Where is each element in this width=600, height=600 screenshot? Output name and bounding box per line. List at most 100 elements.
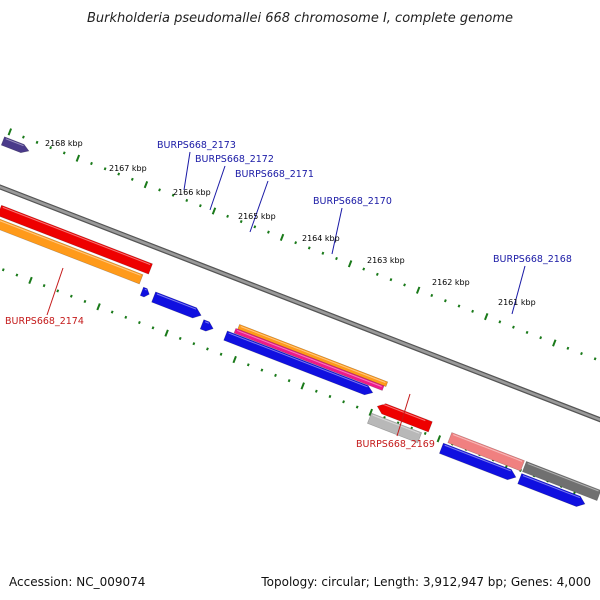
- gene-label-burps668-2173[interactable]: BURPS668_2173: [157, 140, 236, 151]
- kbp-label-2164: 2164 kbp: [302, 234, 340, 243]
- tick-minor: [274, 373, 277, 377]
- tick-major: [75, 154, 81, 162]
- tick-minor: [130, 177, 134, 181]
- tick-minor: [35, 140, 39, 144]
- tick-minor: [246, 363, 250, 367]
- gene-2168-pink: [447, 432, 525, 472]
- gene-label-burps668-2169[interactable]: BURPS668_2169: [356, 439, 435, 450]
- tick-minor: [62, 151, 66, 155]
- tick-minor: [342, 400, 345, 404]
- callout-2170: [331, 207, 343, 255]
- gene-2170-orange: [237, 324, 389, 387]
- tick-minor: [423, 431, 427, 436]
- gene-2168-pink-shine: [452, 434, 523, 462]
- tick-minor: [457, 304, 461, 308]
- gene-label-burps668-2171[interactable]: BURPS668_2171: [235, 169, 314, 180]
- tick-major: [28, 276, 33, 284]
- tick-minor: [498, 320, 502, 324]
- tick-minor: [185, 198, 189, 203]
- gene-2169-red: [376, 403, 433, 433]
- tick-minor: [219, 352, 223, 356]
- gene-2170-magenta-shine: [236, 330, 382, 387]
- tick-minor: [512, 325, 515, 329]
- tick-minor: [110, 310, 114, 314]
- tick-minor: [158, 188, 161, 192]
- tick-minor: [1, 268, 5, 272]
- tick-major: [7, 128, 13, 136]
- tick-minor: [83, 299, 87, 304]
- callout-2172: [209, 165, 226, 211]
- label-callouts: [46, 151, 526, 437]
- callout-2174: [46, 267, 64, 316]
- gene-2170-orange-shine: [240, 326, 386, 384]
- tick-minor: [294, 241, 298, 245]
- tick-minor: [22, 135, 25, 139]
- tick-major: [211, 207, 217, 215]
- blue-right-b: [517, 473, 586, 507]
- blue-small-b: [199, 319, 214, 332]
- callout-2171: [249, 180, 269, 233]
- tick-minor: [430, 293, 434, 298]
- gene-2173-blue: [151, 291, 202, 319]
- kbp-label-2163: 2163 kbp: [367, 256, 405, 265]
- gene-2169-grey-shine: [372, 414, 420, 434]
- tick-major: [300, 382, 305, 390]
- tick-major: [484, 312, 489, 321]
- tick-minor: [539, 336, 543, 340]
- gene-2174-orange: [0, 218, 144, 285]
- tick-minor: [443, 299, 447, 303]
- tick-minor: [42, 284, 46, 288]
- tick-major: [143, 180, 149, 189]
- kbp-label-2162: 2162 kbp: [432, 278, 470, 287]
- gene-2174-red-shine: [2, 206, 151, 265]
- tick-major: [232, 355, 237, 364]
- tick-major: [552, 339, 557, 347]
- blue-small-a-shine: [144, 288, 147, 291]
- tick-minor: [253, 225, 257, 229]
- tick-minor: [137, 321, 141, 325]
- gene-2174-red: [0, 204, 153, 275]
- gene-label-burps668-2168[interactable]: BURPS668_2168: [493, 254, 572, 265]
- gene-2170-magenta: [233, 327, 385, 391]
- tick-minor: [206, 347, 209, 351]
- tick-minor: [69, 294, 73, 298]
- tick-major: [436, 435, 442, 443]
- tick-major: [96, 303, 101, 311]
- gene-2169-red-shine: [380, 402, 426, 422]
- kbp-label-2165: 2165 kbp: [238, 212, 276, 221]
- tick-minor: [239, 219, 243, 224]
- tick-minor: [15, 273, 19, 277]
- gene-2174-orange-shine: [0, 220, 141, 276]
- callout-2168: [511, 265, 526, 315]
- chromosome-backbone: [0, 184, 600, 423]
- tick-minor: [151, 326, 155, 330]
- tick-minor: [198, 204, 202, 208]
- kbp-label-2161: 2161 kbp: [498, 298, 536, 307]
- tick-major: [415, 286, 421, 294]
- gene-2168-dark-shine: [527, 463, 599, 492]
- blue-small-a: [139, 286, 150, 298]
- gene-label-burps668-2174[interactable]: BURPS668_2174: [5, 316, 84, 327]
- tick-minor: [403, 283, 406, 287]
- purple-feature-shine: [5, 138, 24, 147]
- gene-label-burps668-2170[interactable]: BURPS668_2170: [313, 196, 392, 207]
- kbp-label-2167: 2167 kbp: [109, 164, 147, 173]
- tick-minor: [226, 214, 230, 218]
- gene-2171-blue: [223, 330, 374, 396]
- tick-major: [164, 329, 169, 337]
- callout-2173: [183, 151, 191, 191]
- tick-minor: [192, 342, 196, 346]
- accession-text: Accession: NC_009074: [9, 575, 145, 589]
- tick-minor: [335, 256, 338, 261]
- gene-label-burps668-2172[interactable]: BURPS668_2172: [195, 154, 274, 165]
- tick-major: [347, 260, 353, 268]
- genome-summary-text: Topology: circular; Length: 3,912,947 bp…: [260, 575, 591, 589]
- tick-minor: [103, 167, 107, 171]
- tick-minor: [260, 368, 264, 372]
- tick-minor: [593, 357, 597, 361]
- tick-major: [368, 408, 373, 416]
- tick-minor: [566, 346, 570, 350]
- tick-minor: [287, 379, 291, 383]
- tick-minor: [328, 394, 332, 399]
